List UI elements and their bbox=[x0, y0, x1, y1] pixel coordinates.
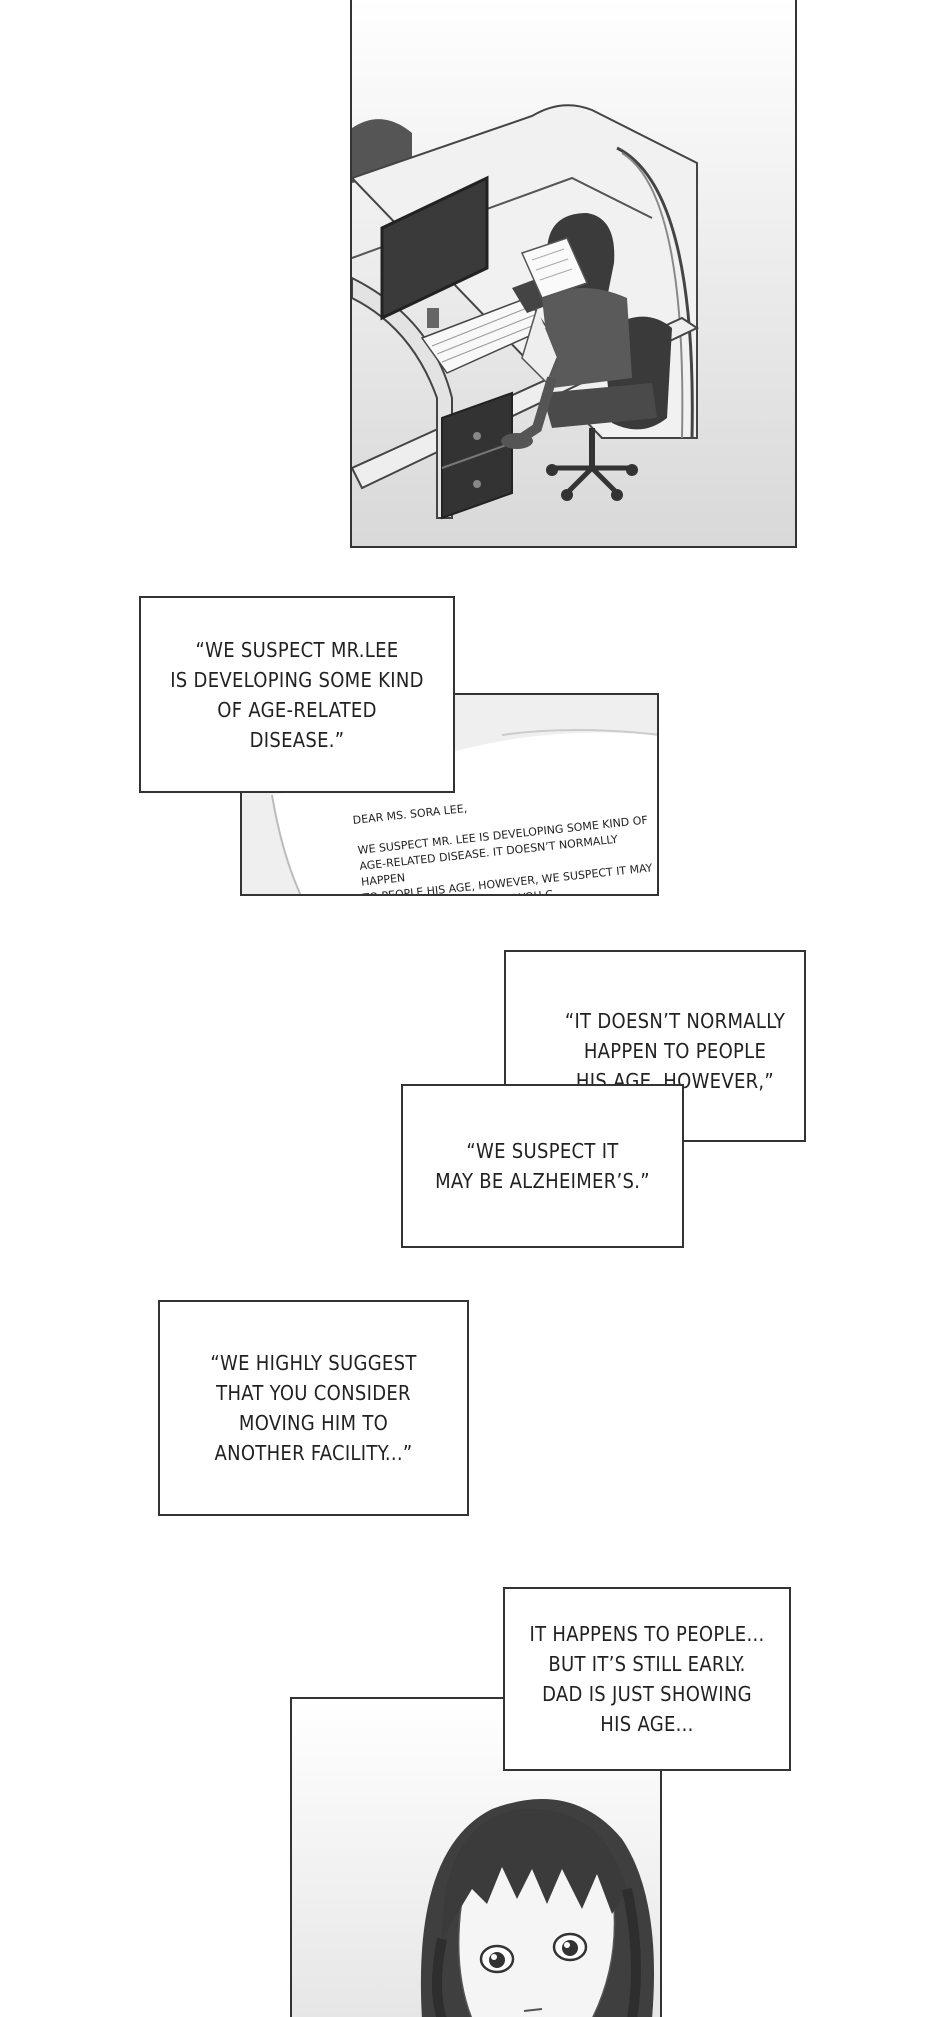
caption-suspect-disease: “WE SUSPECT MR.LEE IS DEVELOPING SOME KI… bbox=[139, 596, 455, 793]
office-cubicle-panel bbox=[350, 0, 797, 548]
office-cubicle-illustration bbox=[352, 0, 795, 546]
caption-suggest-facility: “WE HIGHLY SUGGEST THAT YOU CONSIDER MOV… bbox=[158, 1300, 469, 1516]
caption-still-early: IT HAPPENS TO PEOPLE... BUT IT’S STILL E… bbox=[503, 1587, 791, 1771]
caption-alzheimers: “WE SUSPECT IT MAY BE ALZHEIMER’S.” bbox=[401, 1084, 684, 1248]
woman-face-panel bbox=[290, 1697, 662, 2017]
